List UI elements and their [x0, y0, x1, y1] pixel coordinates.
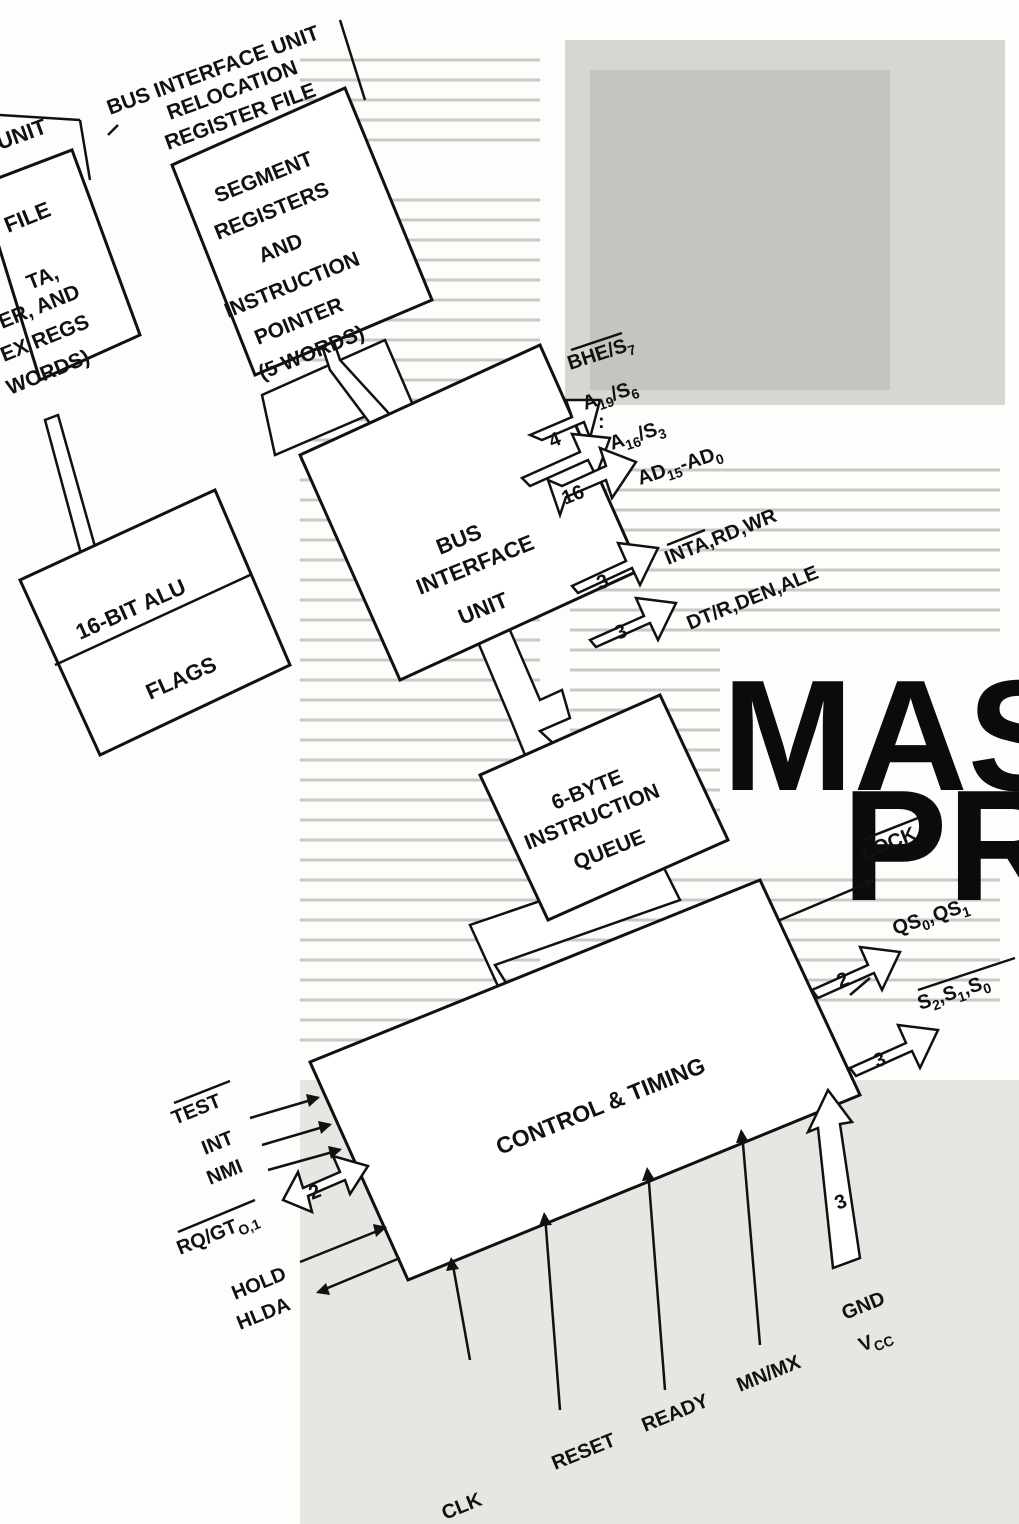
- biu-header-bracket-left: [108, 125, 118, 135]
- mnmx-pin-label: MN/MX: [734, 1351, 805, 1397]
- address-dots: :: [598, 411, 605, 433]
- test-pin-label: TEST: [169, 1090, 225, 1130]
- ad-pin-label: AD15-AD0: [635, 442, 726, 493]
- control-timing: CONTROL & TIMING: [310, 880, 860, 1280]
- reset-wire: [545, 1215, 560, 1410]
- ready-wire: [648, 1170, 665, 1390]
- int-pin-label: INT: [199, 1127, 237, 1159]
- alu-flags: 16-BIT ALU FLAGS: [20, 490, 290, 755]
- power-bus-arrow: [808, 1090, 860, 1268]
- gnd-pin-label: GND: [839, 1288, 888, 1325]
- lock-wire: [780, 880, 875, 920]
- relocation-register-file: BUS INTERFACE UNIT RELOCATION REGISTER F…: [104, 20, 432, 385]
- dtr-den-ale-pin-label: DT/R,DEN,ALE: [684, 562, 822, 635]
- a16-pin-label: A16/S3: [607, 416, 669, 457]
- inta-rd-wr-pin-label: INTA,RD,WR: [662, 505, 781, 570]
- qs-pin-label: QS0,QS1: [890, 894, 973, 942]
- reset-pin-label: RESET: [549, 1429, 619, 1474]
- control-box: [310, 880, 860, 1280]
- alu-box: [20, 490, 290, 755]
- nmi-pin-label: NMI: [204, 1156, 246, 1190]
- hlda-wire: [318, 1258, 400, 1292]
- general-register-file: UNIT FILE TA, ER, AND EX REGS WORDS): [0, 113, 140, 399]
- clk-wire: [452, 1260, 470, 1360]
- rqgt-bus-arrow: [283, 1156, 368, 1212]
- status-bus-arrow: [850, 1025, 938, 1076]
- hold-wire: [300, 1228, 385, 1262]
- ready-pin-label: READY: [639, 1390, 713, 1437]
- a19-pin-label: A19/S6: [580, 376, 642, 417]
- vcc-pin-label: VCC: [856, 1324, 896, 1360]
- dtr-bus-arrow: [590, 598, 676, 647]
- clk-pin-label: CLK: [439, 1489, 486, 1524]
- unit-fragment-label: UNIT: [0, 113, 50, 154]
- nmi-wire: [268, 1150, 340, 1170]
- mnmx-wire: [742, 1132, 760, 1345]
